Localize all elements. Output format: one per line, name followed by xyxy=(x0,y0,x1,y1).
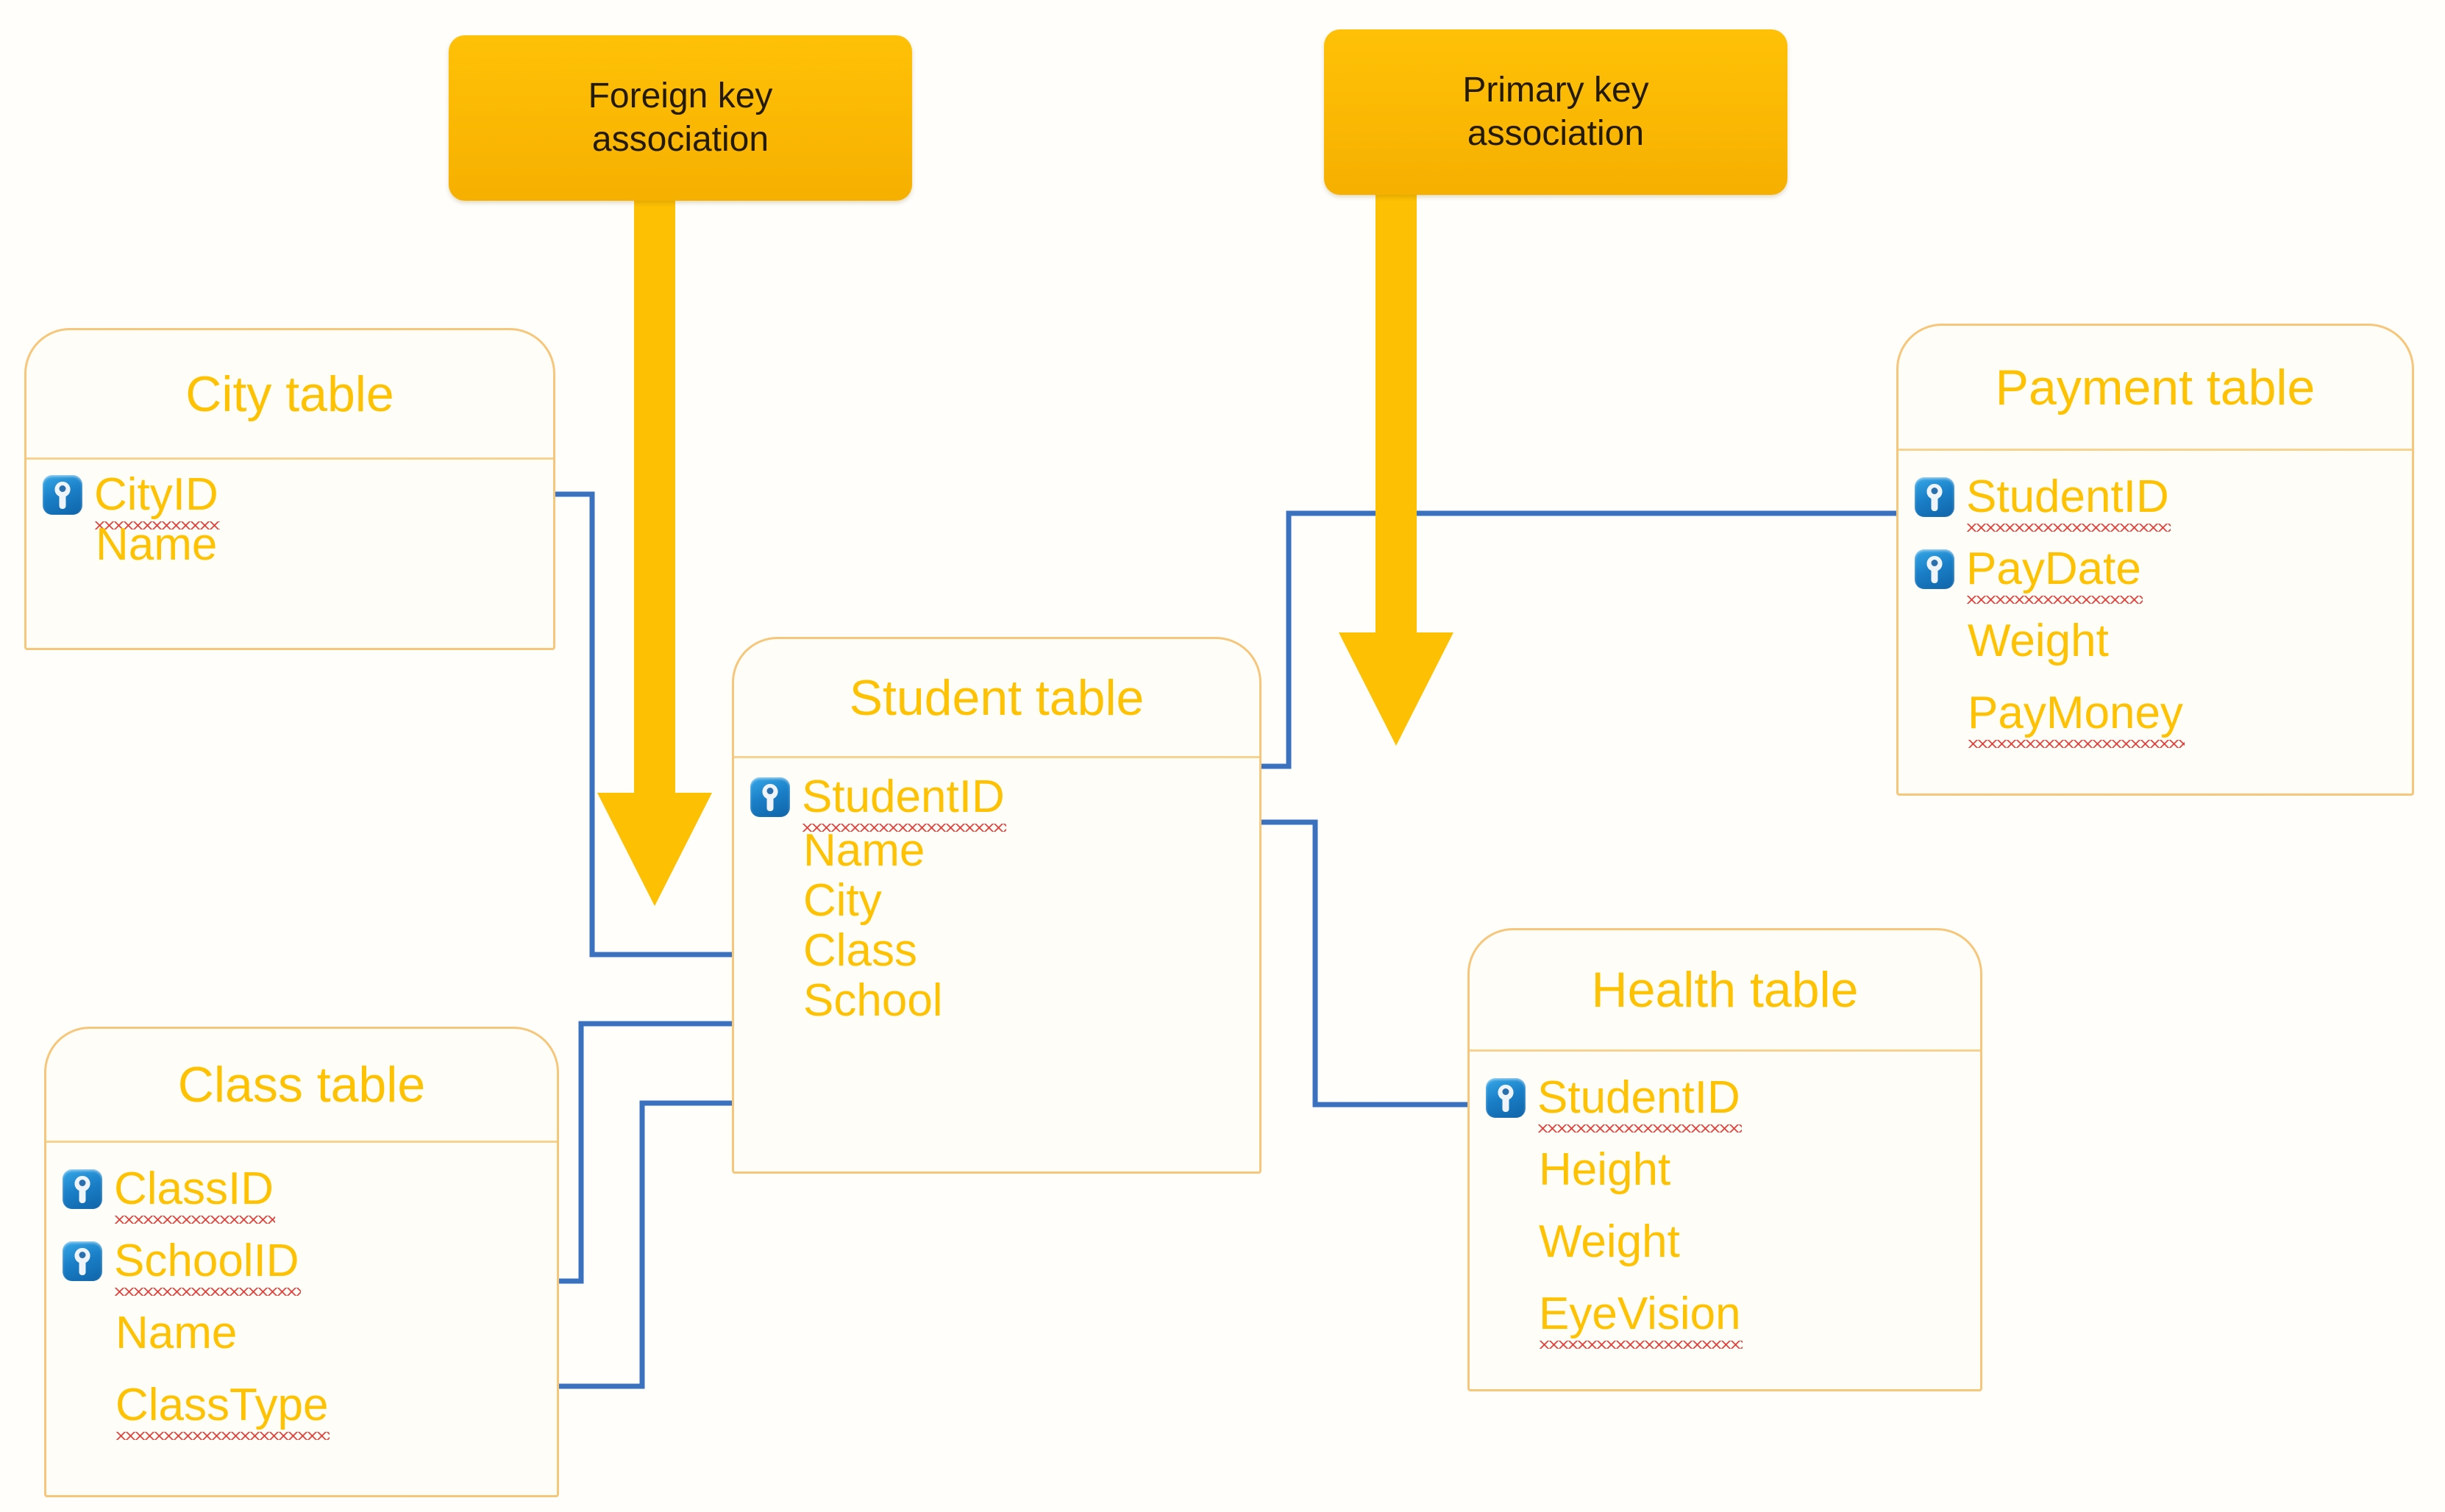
payment-table-title: Payment table xyxy=(1995,359,2316,416)
table-card-payment[interactable]: Payment table StudentID PayDate Weight P… xyxy=(1896,324,2414,796)
callout-foreign-key-line2: association xyxy=(591,119,769,159)
field-row-student-school[interactable]: School xyxy=(734,976,1259,1026)
field-label-payment-studentid: StudentID xyxy=(1966,471,2171,532)
field-row-health-weight[interactable]: Weight xyxy=(1470,1206,1980,1278)
payment-table-fields: StudentID PayDate Weight PayMoney xyxy=(1898,451,2412,749)
field-label-payment-weight: Weight xyxy=(1968,616,2109,666)
field-label-student-school: School xyxy=(803,975,943,1026)
field-label-health-weight: Weight xyxy=(1539,1216,1680,1267)
health-table-fields: StudentID Height Weight EyeVision xyxy=(1470,1052,1980,1350)
key-icon xyxy=(1915,477,1954,517)
payment-table-title-zone: Payment table xyxy=(1898,326,2412,451)
health-table-title-zone: Health table xyxy=(1470,930,1980,1052)
callout-foreign-key-association: Foreign key association xyxy=(449,35,912,201)
field-row-health-eyevision[interactable]: EyeVision xyxy=(1470,1278,1980,1350)
field-label-schoolid: SchoolID xyxy=(114,1235,301,1296)
class-table-title: Class table xyxy=(177,1057,426,1113)
field-row-class-schoolid[interactable]: SchoolID xyxy=(46,1225,557,1297)
student-table-fields: StudentID Name City Class School xyxy=(734,758,1259,1026)
field-row-payment-paymoney[interactable]: PayMoney xyxy=(1898,677,2412,749)
field-label-paydate: PayDate xyxy=(1966,543,2143,604)
field-row-class-name[interactable]: Name xyxy=(46,1297,557,1369)
field-row-health-height[interactable]: Height xyxy=(1470,1134,1980,1206)
field-label-city-name: Name xyxy=(96,519,218,570)
table-card-class[interactable]: Class table ClassID SchoolID Name ClassT… xyxy=(44,1027,559,1497)
field-row-student-studentid[interactable]: StudentID xyxy=(734,769,1259,832)
health-table-title: Health table xyxy=(1591,962,1859,1018)
field-label-classid: ClassID xyxy=(114,1163,276,1224)
class-table-fields: ClassID SchoolID Name ClassType xyxy=(46,1143,557,1441)
field-label-student-studentid: StudentID xyxy=(802,771,1006,832)
field-row-student-city[interactable]: City xyxy=(734,876,1259,926)
key-icon xyxy=(63,1169,102,1209)
field-label-cityid: CityID xyxy=(94,469,220,529)
city-table-fields: CityID Name xyxy=(26,460,553,570)
table-card-health[interactable]: Health table StudentID Height Weight Eye… xyxy=(1467,928,1982,1391)
field-row-class-classid[interactable]: ClassID xyxy=(46,1153,557,1225)
field-label-eyevision: EyeVision xyxy=(1539,1288,1743,1349)
field-label-student-name: Name xyxy=(803,825,925,876)
primary-key-callout-arrow xyxy=(1339,195,1453,746)
field-row-payment-studentid[interactable]: StudentID xyxy=(1898,461,2412,533)
connector-studentid-to-payment xyxy=(1147,488,1956,769)
field-row-payment-paydate[interactable]: PayDate xyxy=(1898,533,2412,605)
table-card-student[interactable]: Student table StudentID Name City Class … xyxy=(732,637,1261,1174)
field-label-health-studentid: StudentID xyxy=(1537,1072,1742,1133)
field-label-class-name: Name xyxy=(115,1308,238,1358)
callout-primary-key-line1: Primary key xyxy=(1462,70,1649,110)
callout-primary-key-association: Primary key association xyxy=(1324,29,1787,195)
field-row-student-class[interactable]: Class xyxy=(734,926,1259,976)
callout-primary-key-line2: association xyxy=(1467,113,1645,153)
field-row-class-classtype[interactable]: ClassType xyxy=(46,1369,557,1441)
field-label-classtype: ClassType xyxy=(115,1380,330,1440)
student-table-title-zone: Student table xyxy=(734,639,1259,758)
table-card-city[interactable]: City table CityID Name xyxy=(24,328,555,650)
field-row-payment-weight[interactable]: Weight xyxy=(1898,605,2412,677)
key-icon xyxy=(750,777,790,817)
key-icon xyxy=(1486,1078,1526,1118)
key-icon xyxy=(63,1241,102,1281)
student-table-title: Student table xyxy=(849,669,1145,726)
field-label-student-city: City xyxy=(803,875,882,926)
field-row-health-studentid[interactable]: StudentID xyxy=(1470,1062,1980,1134)
field-row-city-name[interactable]: Name xyxy=(26,520,553,570)
field-label-height: Height xyxy=(1539,1144,1671,1195)
key-icon xyxy=(43,475,82,515)
field-row-city-cityid[interactable]: CityID xyxy=(26,469,553,529)
city-table-title: City table xyxy=(185,365,394,422)
field-label-student-class: Class xyxy=(803,925,918,976)
city-table-title-zone: City table xyxy=(26,330,553,460)
field-row-student-name[interactable]: Name xyxy=(734,826,1259,876)
field-label-paymoney: PayMoney xyxy=(1968,688,2185,748)
key-icon xyxy=(1915,549,1954,589)
callout-foreign-key-line1: Foreign key xyxy=(588,76,773,115)
class-table-title-zone: Class table xyxy=(46,1029,557,1143)
foreign-key-callout-arrow xyxy=(597,195,712,906)
